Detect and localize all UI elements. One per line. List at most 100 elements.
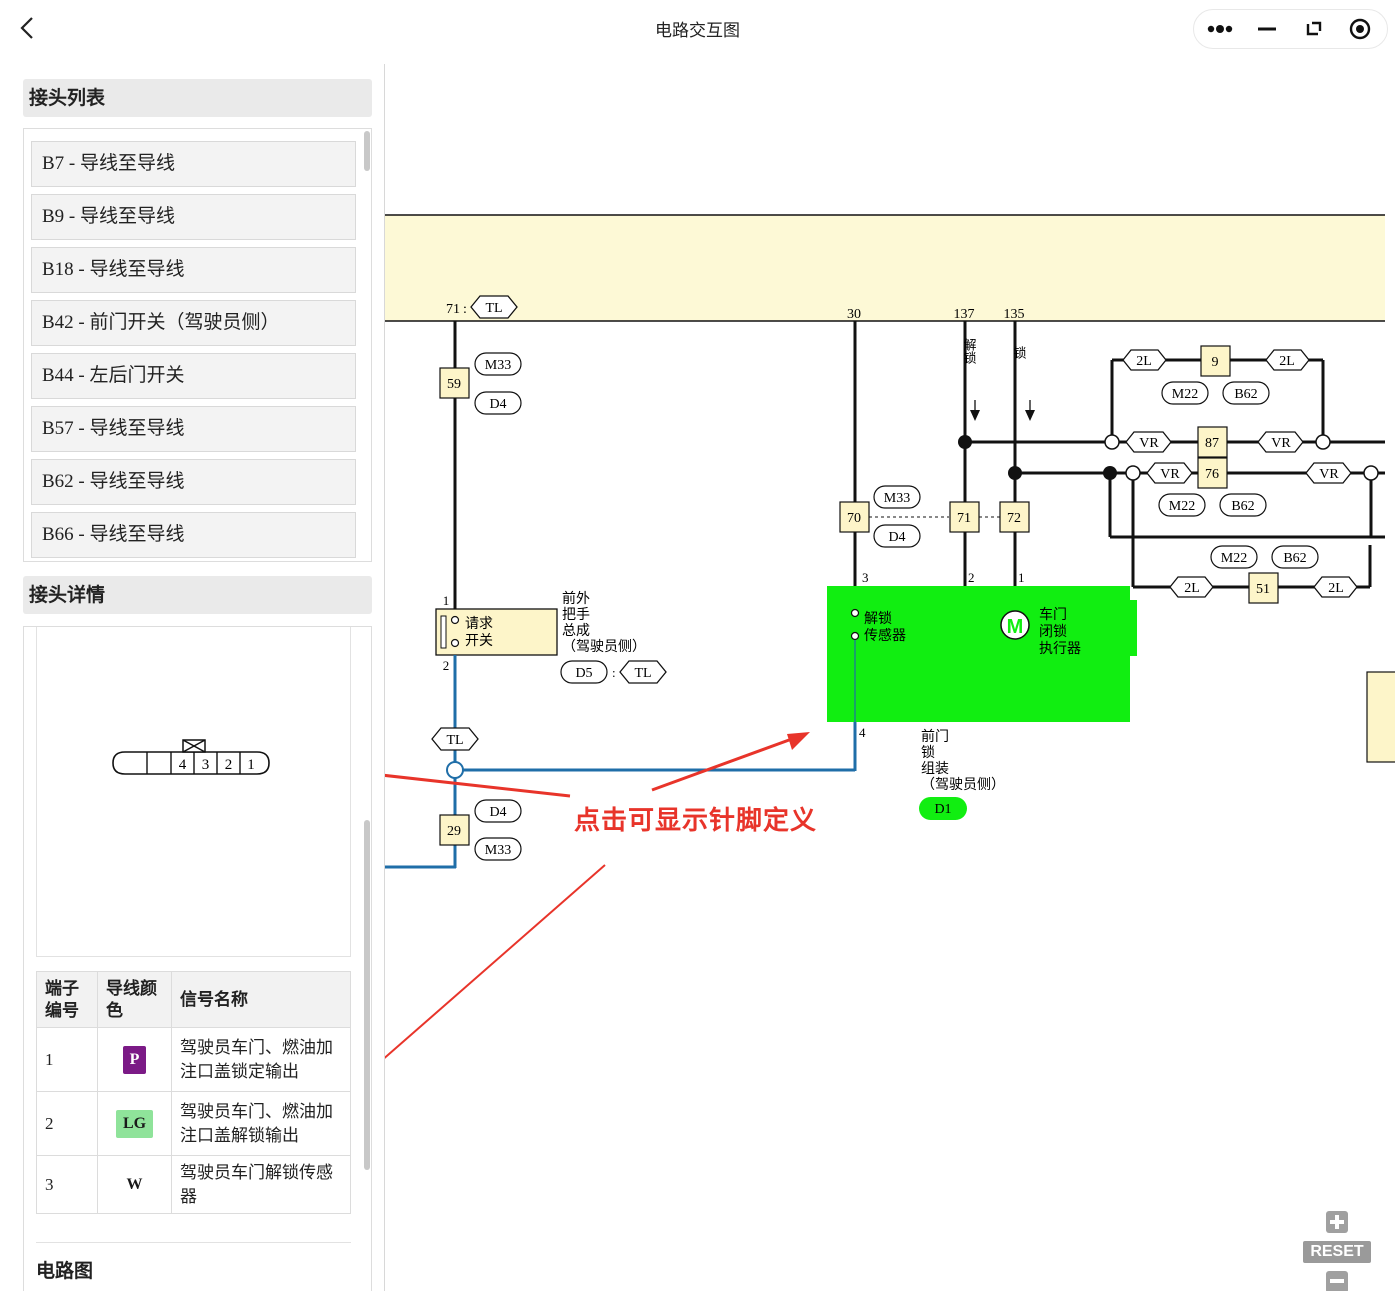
table-row[interactable]: 1 P 驾驶员车门、燃油加注口盖锁定输出: [36, 1027, 351, 1092]
motor-icon: [1000, 610, 1030, 640]
request-switch-box[interactable]: [435, 608, 558, 656]
2l-tag[interactable]: [1169, 576, 1214, 598]
table-row[interactable]: 2 LG 驾驶员车门、燃油加注口盖解锁输出: [36, 1091, 351, 1156]
list-scrollbar[interactable]: [364, 131, 370, 171]
pin-label[interactable]: 3: [202, 757, 210, 773]
splice-76[interactable]: [1197, 457, 1228, 489]
power-bus-area: [385, 215, 1385, 321]
close-target-icon[interactable]: [1338, 10, 1384, 48]
svg-text::: :: [463, 302, 467, 317]
tl-tag[interactable]: [619, 660, 667, 684]
tag-label: 2L: [1184, 581, 1200, 596]
component-label: （驾驶员侧）: [921, 777, 1005, 793]
splice-label: 29: [447, 824, 461, 839]
2l-tag[interactable]: [1265, 349, 1310, 371]
wire-color-badge: P: [122, 1045, 147, 1074]
tag-label: VR: [1160, 467, 1180, 482]
tag-label: M33: [485, 358, 511, 373]
m33-tag[interactable]: [474, 352, 522, 376]
pin-label[interactable]: 1: [247, 757, 255, 773]
connector-item[interactable]: B57 - 导线至导线: [31, 406, 356, 452]
d4-tag[interactable]: [474, 391, 522, 415]
zoom-in-icon[interactable]: [1326, 1211, 1348, 1233]
signal-cell: 驾驶员车门、燃油加注口盖锁定输出: [171, 1027, 351, 1092]
m22-tag[interactable]: [1210, 545, 1258, 569]
front-door-lock-assembly[interactable]: [827, 586, 1130, 722]
b62-tag[interactable]: [1271, 545, 1319, 569]
tag-label: B62: [1283, 551, 1306, 566]
minimize-icon[interactable]: [1244, 10, 1290, 48]
more-icon[interactable]: [1196, 10, 1242, 48]
d4-tag[interactable]: [873, 524, 921, 548]
splice-87[interactable]: [1197, 426, 1228, 458]
pin-number: 2: [443, 658, 450, 673]
component-label: 执行器: [1039, 641, 1081, 657]
tag-label: M33: [485, 843, 511, 858]
connector-list[interactable]: B7 - 导线至导线 B9 - 导线至导线 B18 - 导线至导线 B42 - …: [23, 128, 372, 562]
connector-item[interactable]: B7 - 导线至导线: [31, 141, 356, 187]
component-label: 总成: [562, 623, 590, 639]
b62-tag[interactable]: [1219, 493, 1267, 517]
wire-color-badge: W: [119, 1170, 150, 1199]
connector-detail-panel: [23, 626, 372, 1291]
vr-tag[interactable]: [1125, 431, 1172, 453]
tl-tag[interactable]: [470, 295, 518, 319]
tag-label: VR: [1319, 467, 1339, 482]
2l-tag[interactable]: [1122, 349, 1167, 371]
pin-label[interactable]: 4: [179, 757, 187, 773]
m22-tag[interactable]: [1158, 493, 1206, 517]
d4-tag[interactable]: [474, 799, 522, 823]
tl-tag[interactable]: [431, 727, 479, 751]
2l-tag[interactable]: [1313, 576, 1358, 598]
connector-item[interactable]: B62 - 导线至导线: [31, 459, 356, 505]
tag-label: TL: [485, 301, 502, 316]
connector-item[interactable]: B42 - 前门开关（驾驶员侧）: [31, 300, 356, 346]
splice-9[interactable]: [1200, 345, 1231, 377]
tag-label: D1: [934, 802, 951, 817]
connector-item[interactable]: B44 - 左后门开关: [31, 353, 356, 399]
component-label: 组装: [921, 761, 949, 777]
terminal-cell: 1: [36, 1027, 98, 1092]
pin-definition-table: 端子 编号 导线颜 色 信号名称 1 P 驾驶员车门、燃油加注口盖锁定输出 2 …: [36, 971, 351, 1214]
circuit-diagram-area[interactable]: 71 : TL 30 137 135 59 M33 D4 1 请求 开关 2 前…: [292, 56, 1395, 1291]
mini-program-capsule: [1193, 9, 1388, 49]
detail-scrollbar[interactable]: [364, 820, 370, 1170]
splice-70[interactable]: [839, 501, 870, 533]
splice-72[interactable]: [999, 501, 1030, 533]
b62-tag[interactable]: [1222, 381, 1270, 405]
connector-item[interactable]: B66 - 导线至导线: [31, 512, 356, 558]
connector-detail-header: 接头详情: [23, 576, 372, 614]
restore-icon[interactable]: [1291, 10, 1337, 48]
d1-tag[interactable]: [919, 797, 967, 820]
zoom-controls: [1301, 1208, 1373, 1291]
vr-tag[interactable]: [1257, 431, 1304, 453]
splice-51[interactable]: [1248, 572, 1279, 604]
reset-button[interactable]: RESET: [1303, 1241, 1371, 1263]
connector-face-svg[interactable]: 4 3 2 1: [37, 627, 352, 957]
splice-label: 71: [957, 511, 971, 526]
table-row[interactable]: 3 W 驾驶员车门解锁传感器: [36, 1155, 351, 1214]
wire-label: 锁: [1011, 345, 1027, 359]
connector-item[interactable]: B9 - 导线至导线: [31, 194, 356, 240]
m33-tag[interactable]: [873, 485, 921, 509]
m33-tag[interactable]: [474, 837, 522, 861]
signal-cell: 驾驶员车门、燃油加注口盖解锁输出: [171, 1091, 351, 1156]
zoom-out-icon[interactable]: [1326, 1271, 1348, 1291]
splice-71[interactable]: [949, 501, 980, 533]
tag-label: TL: [446, 733, 463, 748]
pin-number: 1: [1018, 570, 1025, 585]
splice-29[interactable]: [439, 814, 470, 846]
connector-item[interactable]: B18 - 导线至导线: [31, 247, 356, 293]
vr-tag[interactable]: [1146, 462, 1193, 484]
wire-label: 解锁: [961, 338, 977, 364]
circuit-diagram-svg[interactable]: 71 : TL 30 137 135 59 M33 D4 1 请求 开关 2 前…: [292, 56, 1395, 1291]
tag-label: M33: [884, 491, 910, 506]
splice-59[interactable]: [439, 367, 470, 399]
pin-number: 1: [443, 593, 450, 608]
splice-label: 59: [447, 377, 461, 392]
vr-tag[interactable]: [1305, 462, 1352, 484]
back-arrow-icon[interactable]: [14, 14, 42, 42]
m22-tag[interactable]: [1161, 381, 1209, 405]
pin-label[interactable]: 2: [225, 757, 233, 773]
d5-tag[interactable]: [560, 660, 608, 684]
